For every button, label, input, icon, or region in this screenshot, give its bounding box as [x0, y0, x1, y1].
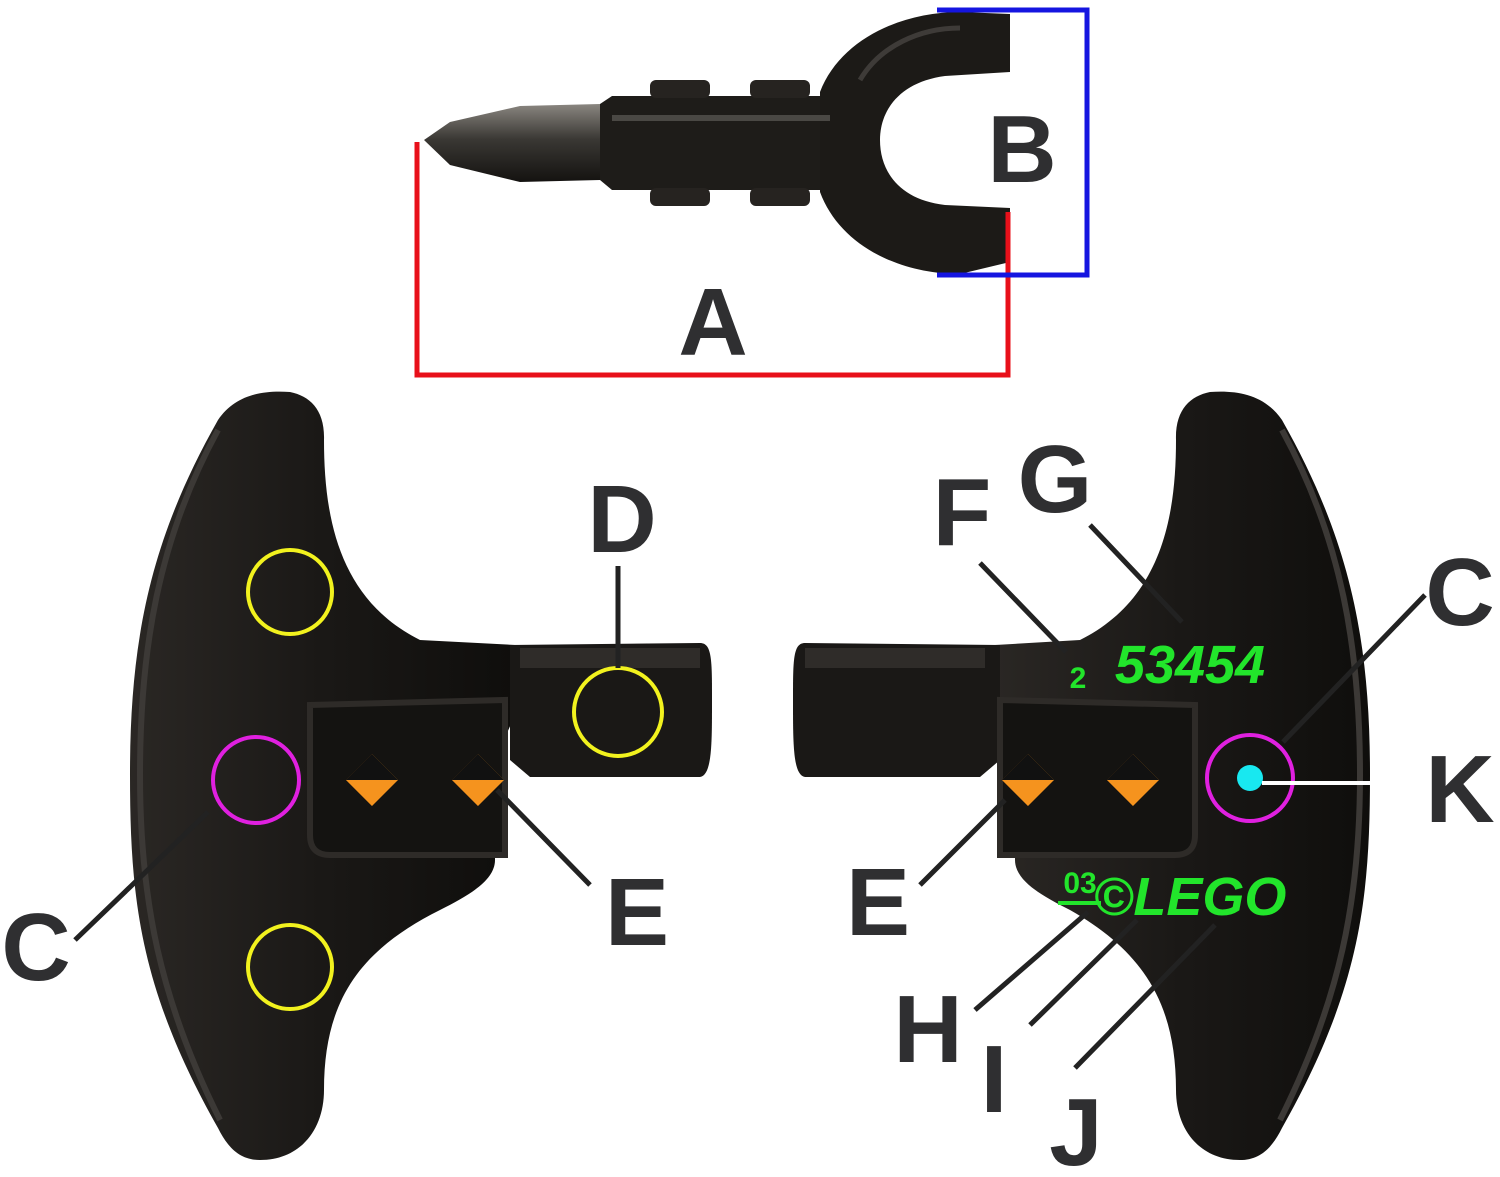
callout-e-right: E	[846, 849, 910, 956]
callout-a: A	[678, 269, 747, 376]
dimension-bracket-b	[937, 7, 1090, 278]
callout-h: H	[893, 976, 962, 1083]
right-view: 2 53454 03 ©LEGO F G C K E H I J	[793, 391, 1495, 1177]
shaft-stud-top-1	[650, 80, 710, 98]
part-number-marking: 53454	[1115, 635, 1265, 695]
callout-e-left: E	[605, 859, 669, 966]
copyright-marking: ©LEGO	[1094, 867, 1287, 927]
date-code-marking: 03	[1063, 867, 1096, 900]
shaft-stud-bottom-1	[650, 188, 710, 206]
shaft-stud-bottom-2	[750, 188, 810, 206]
clip-arm-right	[793, 643, 1000, 777]
shaft-stud-top-2	[750, 80, 810, 98]
callout-d: D	[587, 466, 656, 573]
clip	[820, 12, 1010, 274]
callout-c-right: C	[1425, 539, 1494, 646]
mold-number-marking: 2	[1070, 662, 1087, 695]
dimension-bracket-a	[414, 142, 1011, 378]
callout-c-left: C	[1, 894, 70, 1001]
blade-tip	[424, 104, 612, 182]
recess-right	[997, 696, 1198, 858]
callout-b: B	[987, 96, 1056, 203]
callout-g: G	[1018, 426, 1093, 533]
callout-i: I	[981, 1026, 1008, 1133]
recess-left	[307, 696, 508, 858]
pin-center-dot	[1237, 765, 1263, 791]
stud-marker-left-bottom	[246, 923, 334, 1011]
pin-hole-marker-right	[1205, 733, 1295, 823]
callout-k: K	[1425, 736, 1494, 843]
left-view: C D E	[1, 391, 712, 1160]
clip-arm-left	[510, 643, 712, 777]
stud-marker-left-top	[246, 548, 334, 636]
callout-f: F	[933, 459, 992, 566]
top-view: A B	[414, 7, 1090, 378]
shaft	[600, 88, 850, 198]
callout-j: J	[1049, 1079, 1102, 1177]
pin-hole-marker-left	[211, 735, 301, 825]
